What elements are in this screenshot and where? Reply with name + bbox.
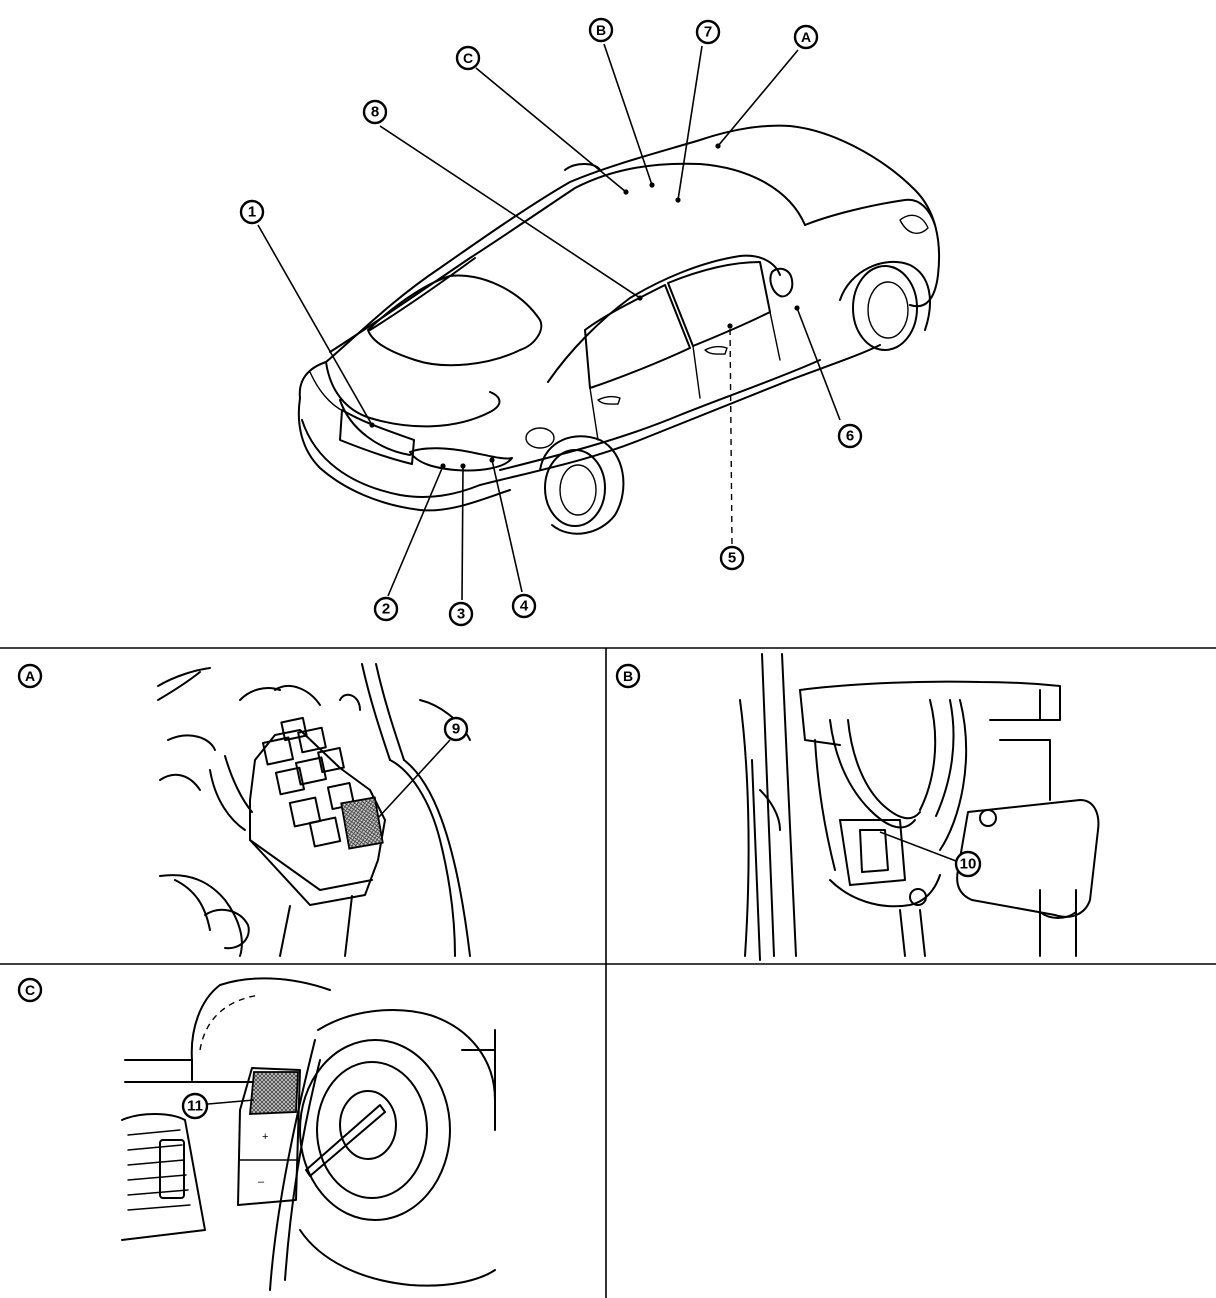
svg-text:2: 2 — [382, 601, 390, 618]
callout-8: 8 — [362, 99, 388, 125]
svg-text:5: 5 — [728, 550, 736, 567]
svg-text:3: 3 — [457, 606, 465, 623]
svg-text:6: 6 — [846, 428, 854, 445]
callout-4: 4 — [511, 593, 537, 619]
callout-view-c: C — [455, 45, 481, 71]
callout-6: 6 — [837, 423, 863, 449]
svg-text:C: C — [25, 982, 35, 998]
callout-5: 5 — [719, 545, 745, 571]
svg-text:B: B — [623, 668, 633, 684]
panel-b-drawing — [739, 653, 1100, 961]
callout-3: 3 — [448, 601, 474, 627]
svg-text:10: 10 — [960, 856, 977, 873]
callout-view-b: B — [588, 17, 614, 43]
svg-text:1: 1 — [248, 204, 256, 221]
switch-minus-label: – — [258, 1176, 265, 1188]
callout-10: 10 — [954, 850, 982, 878]
panel-frame — [0, 647, 1216, 1298]
svg-text:11: 11 — [187, 1098, 203, 1115]
svg-text:4: 4 — [520, 598, 529, 615]
callout-view-a: A — [793, 24, 819, 50]
svg-text:8: 8 — [371, 104, 379, 121]
callout-2: 2 — [373, 596, 399, 622]
svg-text:A: A — [25, 668, 35, 684]
switch-plus-label: + — [262, 1131, 268, 1143]
panel-a-label: A — [17, 663, 43, 689]
svg-text:C: C — [463, 50, 473, 66]
panel-a-drawing — [157, 663, 471, 957]
svg-text:9: 9 — [452, 721, 460, 738]
vehicle-overview — [297, 124, 941, 535]
panel-c-drawing: + – — [121, 977, 496, 1291]
svg-text:B: B — [596, 22, 606, 38]
callout-9: 9 — [443, 716, 469, 742]
overview-leaders — [257, 43, 841, 601]
relay-9-highlight — [340, 796, 384, 850]
callout-11: 11 — [181, 1092, 209, 1120]
svg-text:7: 7 — [704, 24, 712, 41]
switch-11-highlight — [249, 1071, 299, 1115]
panel-b-label: B — [615, 663, 641, 689]
svg-text:A: A — [801, 29, 811, 45]
callout-1: 1 — [239, 199, 265, 225]
panel-c-label: C — [17, 977, 43, 1003]
callout-7: 7 — [695, 19, 721, 45]
